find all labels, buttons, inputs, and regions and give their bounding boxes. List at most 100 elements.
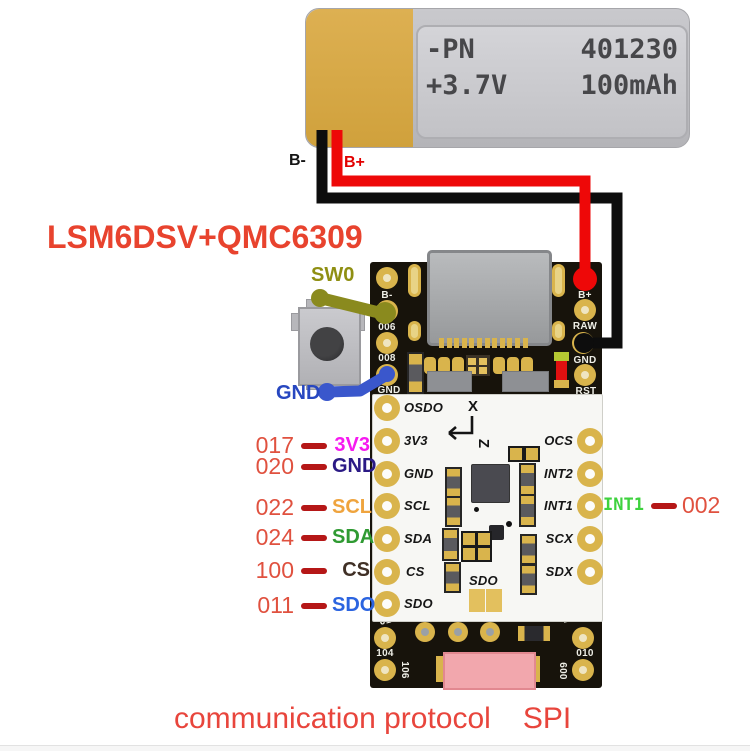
imu-chip [471, 464, 510, 503]
module-pin-label: GND [404, 466, 434, 481]
battery-pos-terminal-label: B+ [344, 154, 365, 171]
through-hole [448, 622, 468, 642]
pad-label: GND [573, 355, 597, 366]
dash-icon [301, 603, 327, 609]
connection-row: 017 3V3 [250, 432, 370, 458]
ic-chip-small [502, 371, 549, 392]
magnetometer-chip [489, 525, 504, 540]
pad-rst [574, 364, 596, 386]
module-pad-3v3 [374, 428, 400, 454]
pad-gnd-left [376, 364, 398, 386]
pad-label: 600 [557, 662, 568, 680]
slot-pad [408, 264, 421, 297]
pin-number: 022 [255, 493, 294, 520]
module-pad-cs [374, 559, 400, 585]
pin-signal: CS [342, 558, 370, 581]
battery-part-number: 401230 [580, 34, 678, 65]
switch-ground-label: GND [276, 382, 321, 404]
connection-row: 024 SDA [250, 523, 375, 550]
pin-signal: SDA [332, 525, 375, 548]
smd-pad [508, 446, 524, 462]
pad-label: 104 [376, 648, 394, 659]
page-bottom-divider [0, 745, 750, 751]
connection-row: 100 CS [250, 557, 370, 583]
led-pad-top [554, 352, 569, 361]
through-hole [480, 622, 500, 642]
module-pin-label: OCS [544, 433, 573, 448]
axis-arrow-icon [448, 416, 474, 440]
smd-capacitor [518, 626, 550, 641]
battery-part-prefix: -PN [426, 34, 475, 65]
module-pad-ocs [577, 428, 603, 454]
pad-008 [376, 332, 398, 354]
pad-600 [572, 659, 594, 681]
module-pad-int1 [577, 493, 603, 519]
pad-104 [374, 627, 396, 649]
led-pad-bottom [554, 380, 569, 388]
module-pad-osdo [374, 395, 400, 421]
module-pin-label: SCX [545, 531, 573, 546]
connection-row: 022 SCL [250, 493, 372, 520]
pin-signal: SCL [332, 495, 372, 518]
smd-pad [438, 357, 450, 374]
module-pin-label: INT1 [544, 498, 573, 513]
module-pad-sda [374, 526, 400, 552]
module-pin-label: INT2 [544, 466, 573, 481]
reset-button [443, 652, 536, 690]
smd-pad [521, 357, 533, 374]
axis-x-label: X [467, 398, 478, 415]
pad-b-minus [376, 267, 398, 289]
smd-component [520, 564, 537, 595]
through-hole [415, 622, 435, 642]
smd-pad [476, 531, 492, 547]
solder-jumper-pad [469, 589, 485, 612]
sensor-module: OSDO 3V3 GND SCL SDA CS SDO OCS INT2 INT… [372, 394, 603, 622]
pad-b-plus [574, 267, 596, 289]
battery: -PN 401230 +3.7V 100mAh [305, 8, 690, 148]
pin-number: 011 [257, 591, 294, 618]
pad-106 [374, 659, 396, 681]
smd-component [520, 534, 537, 565]
smd-pad [507, 357, 519, 374]
slot-pad [552, 321, 565, 341]
solder-jumper-pad [486, 589, 502, 612]
pin1-dot [474, 507, 479, 512]
module-pin-label: SDA [404, 531, 433, 546]
pad-label: RST [575, 386, 597, 397]
dash-icon [301, 505, 327, 511]
pad-gnd-right [572, 332, 594, 354]
battery-label-line1: -PN 401230 [426, 33, 678, 67]
slot-pad [552, 264, 565, 297]
connection-row: 020 GND [250, 452, 377, 479]
battery-neg-terminal-label: B- [289, 152, 306, 169]
smd-cluster [466, 355, 490, 376]
pin-signal: 3V3 [334, 433, 370, 456]
module-pin-label: OSDO [404, 400, 444, 415]
module-pin-label: SCL [404, 498, 431, 513]
pin-number: 024 [255, 523, 294, 550]
smd-pad [524, 446, 540, 462]
module-pin-label: SDX [545, 564, 573, 579]
push-button-actuator [310, 327, 344, 361]
smd-component [442, 528, 459, 561]
switch-label: SW0 [311, 264, 355, 286]
module-pad-gnd [374, 461, 400, 487]
smd-pin-row [439, 338, 528, 348]
pin-signal: GND [332, 454, 377, 477]
pin-number: 020 [255, 452, 294, 479]
pin-number: 100 [255, 556, 294, 583]
battery-voltage: +3.7V [426, 70, 508, 101]
pad-label: 106 [399, 661, 410, 679]
usb-connector [427, 250, 552, 346]
smd-component [444, 562, 461, 593]
dash-icon [650, 503, 677, 509]
pad-label: 006 [378, 322, 396, 333]
pad-raw [574, 299, 596, 321]
slot-pad [408, 321, 421, 341]
smd-pad [461, 531, 477, 547]
module-pad-int2 [577, 461, 603, 487]
smd-pad [476, 546, 492, 562]
pin-signal: INT1 [603, 495, 644, 515]
pin-number: 017 [255, 431, 294, 458]
